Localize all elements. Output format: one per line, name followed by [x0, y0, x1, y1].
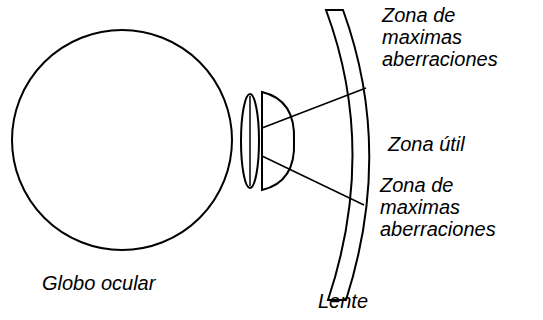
cornea — [262, 92, 294, 190]
zone-label: Zona útil — [388, 133, 528, 155]
part-label: Globo ocular — [42, 272, 222, 294]
part-label: Lente — [318, 290, 418, 312]
eyeball-outline — [12, 30, 232, 250]
iris-line — [249, 96, 251, 186]
leader-line-bottom — [262, 156, 364, 205]
zone-label: Zona de maximas aberraciones — [382, 4, 522, 70]
zone-label: Zona de maximas aberraciones — [380, 174, 520, 240]
crystalline-lens — [241, 94, 259, 188]
spectacle-lens — [326, 10, 369, 300]
